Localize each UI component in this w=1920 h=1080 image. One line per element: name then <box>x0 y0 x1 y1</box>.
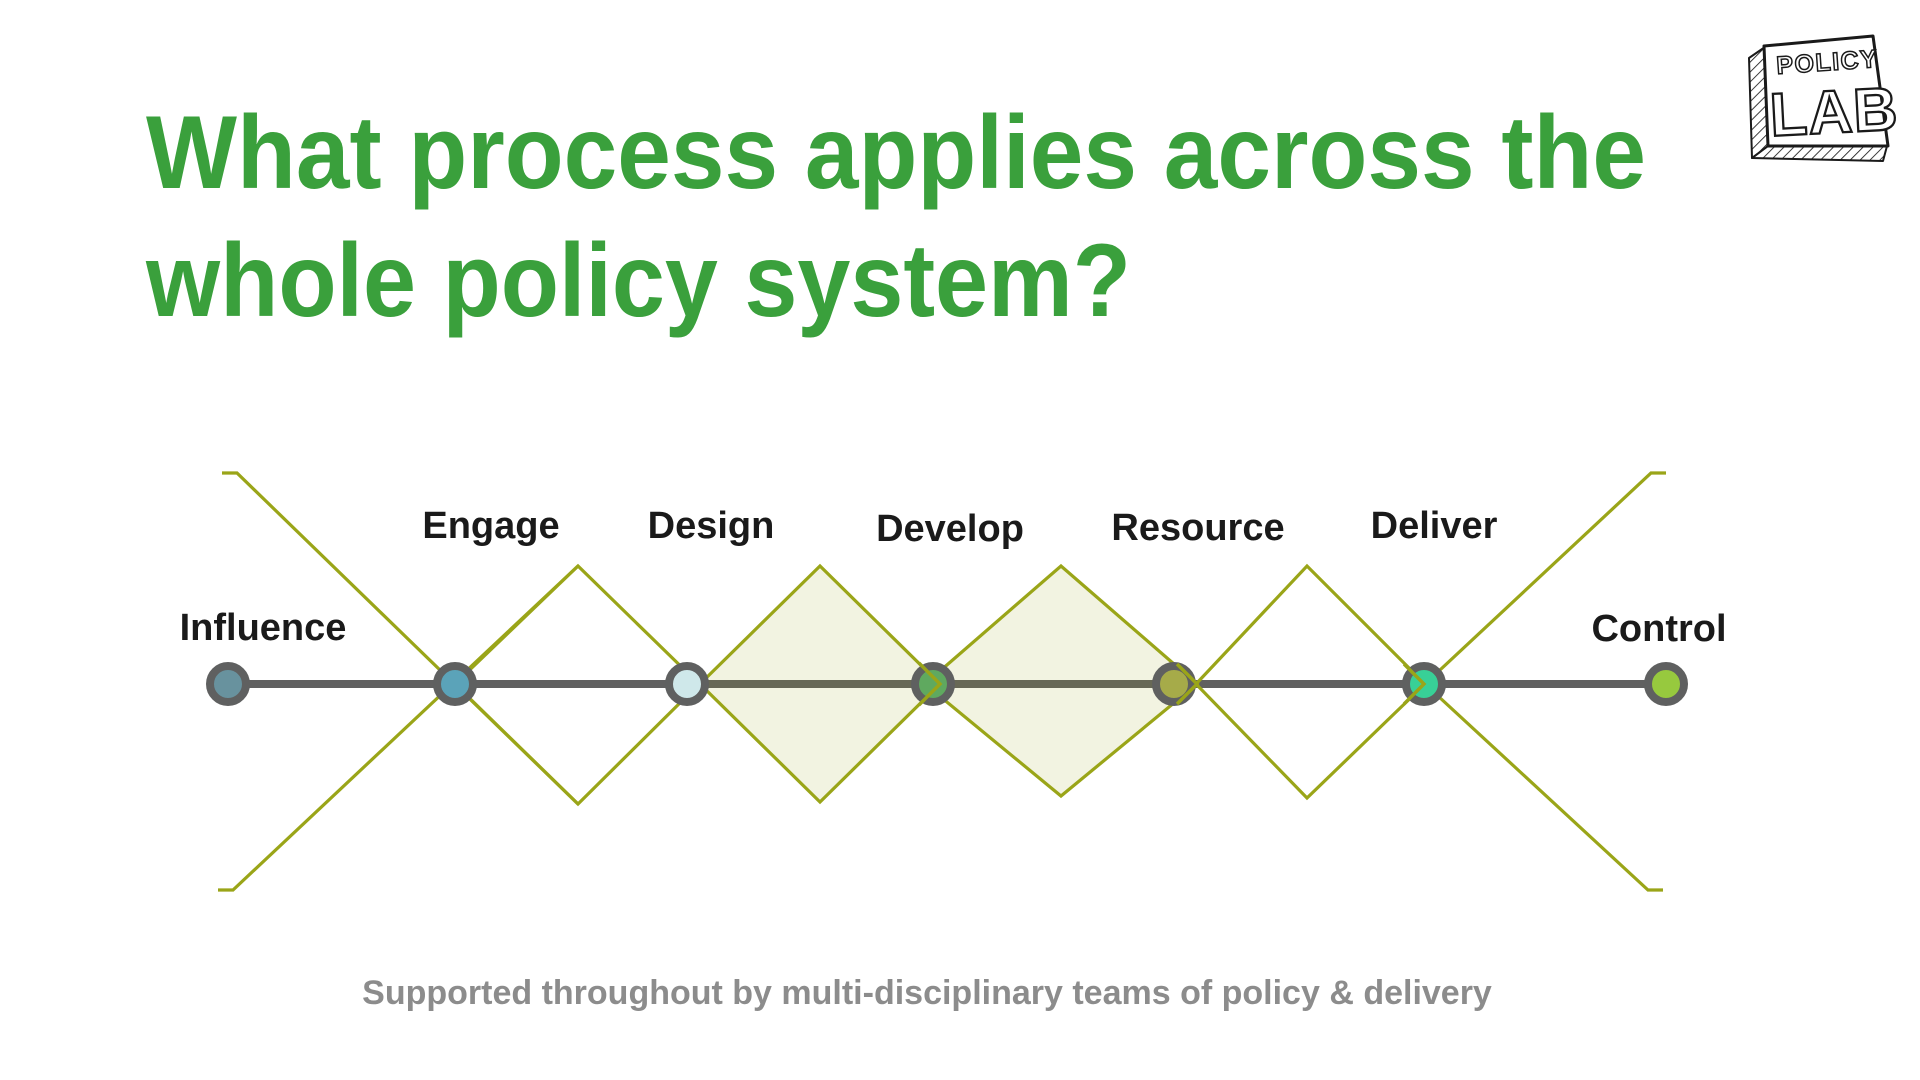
right-cross-line-descending <box>1423 682 1663 892</box>
page-title: What process applies across the whole po… <box>145 95 1646 339</box>
label-develop: Develop <box>876 508 1024 550</box>
node-design <box>665 662 709 706</box>
node-influence <box>206 662 250 706</box>
label-design: Design <box>648 505 775 547</box>
right-cross-line-ascending <box>1423 471 1666 686</box>
logo-box <box>1762 34 1890 148</box>
label-deliver: Deliver <box>1371 505 1498 547</box>
node-control <box>1644 662 1688 706</box>
label-control: Control <box>1591 608 1726 650</box>
label-influence: Influence <box>180 607 347 649</box>
title-line-1: What process applies across the <box>146 95 1646 211</box>
node-resource <box>1152 662 1196 706</box>
diamond-tip-over-deliver-icon <box>1402 662 1427 706</box>
footer-note: Supported throughout by multi-disciplina… <box>362 974 1492 1012</box>
node-develop <box>911 662 955 706</box>
process-diagram: Influence Engage Design Develop Resource… <box>180 471 1727 892</box>
policy-lab-logo: POLICY LAB <box>1748 34 1901 162</box>
diamond-tip-over-develop-icon <box>917 661 943 707</box>
label-engage: Engage <box>422 505 559 547</box>
logo-word-lab: LAB <box>1768 74 1900 149</box>
diamond-tip-over-resource-icon <box>1175 662 1200 706</box>
title-line-2: whole policy system? <box>145 223 1131 339</box>
label-resource: Resource <box>1111 507 1284 549</box>
node-engage <box>433 662 477 706</box>
diamond-design-develop <box>697 563 943 805</box>
